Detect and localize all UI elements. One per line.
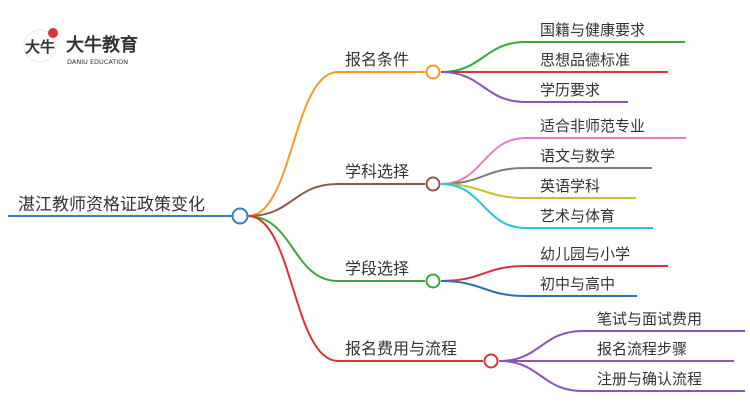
leaf-label: 学历要求 <box>540 81 600 99</box>
leaf-connector <box>440 137 527 185</box>
logo-brand-text: 大牛教育 <box>66 34 138 56</box>
leaf-label: 适合非师范专业 <box>540 117 645 135</box>
leaf-connector <box>440 280 527 297</box>
logo-mark-text: 大牛 <box>25 38 55 56</box>
leaf-label: 初中与高中 <box>540 275 615 293</box>
branch-connector <box>247 215 339 282</box>
leaf-label: 幼儿园与小学 <box>540 245 630 263</box>
leaf-label: 笔试与面试费用 <box>597 310 702 328</box>
branch-connector <box>247 215 339 362</box>
leaf-label: 语文与数学 <box>540 147 615 165</box>
branch-label: 报名费用与流程 <box>345 339 457 358</box>
root-topic-label: 湛江教师资格证政策变化 <box>18 195 205 215</box>
logo-mark-icon <box>23 29 57 63</box>
branch-label: 学段选择 <box>345 259 409 278</box>
branch-node-icon <box>425 64 441 80</box>
leaf-label: 英语学科 <box>540 177 600 195</box>
leaf-connector <box>440 41 527 73</box>
branch-label: 学科选择 <box>345 162 409 181</box>
leaf-connector <box>440 71 527 103</box>
branch-connector <box>247 71 339 217</box>
branch-label: 报名条件 <box>345 50 409 69</box>
leaf-label: 国籍与健康要求 <box>540 21 645 39</box>
branch-node-icon <box>483 353 499 369</box>
logo: 大牛 大牛教育 DANIU EDUCATION <box>23 28 138 66</box>
leaf-label: 艺术与体育 <box>540 207 615 225</box>
branch-node-icon <box>425 176 441 192</box>
logo-subtitle-text: DANIU EDUCATION <box>67 58 128 66</box>
leaf-label: 思想品德标准 <box>540 51 630 69</box>
leaf-label: 报名流程步骤 <box>597 340 687 358</box>
root-node-icon <box>231 207 249 225</box>
leaf-connector <box>440 183 527 229</box>
leaf-connector <box>498 330 584 362</box>
branch-connector <box>247 183 339 217</box>
leaf-label: 注册与确认流程 <box>597 370 702 388</box>
branch-node-icon <box>425 273 441 289</box>
leaf-connector <box>498 360 584 392</box>
leaf-connector <box>440 265 527 282</box>
logo-seal-icon <box>48 28 58 38</box>
